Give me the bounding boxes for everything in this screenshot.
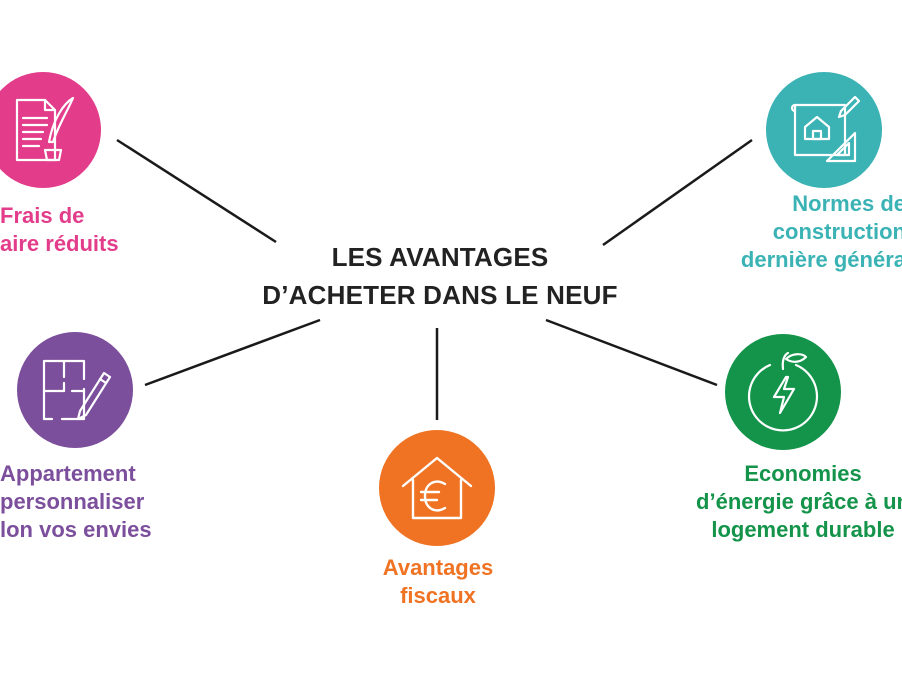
appartement-line-3: lon vos envies — [0, 517, 152, 542]
economies-line-1: Economies — [744, 461, 862, 486]
normes-line-3: dernière généra — [740, 247, 902, 272]
fiscaux-circle — [379, 430, 495, 546]
floor-plan-pencil-icon — [42, 359, 112, 421]
frais-label: Frais de aire réduits — [0, 202, 119, 258]
economies-line-3: logement durable — [711, 517, 895, 542]
title-line-2: D’ACHETER DANS LE NEUF — [262, 280, 618, 310]
economies-label: Economies d’énergie grâce à un logement … — [696, 460, 902, 544]
economies-line-2: d’énergie grâce à un — [696, 489, 902, 514]
connector-normes — [602, 138, 753, 247]
normes-line-1: Normes de — [792, 191, 902, 216]
appartement-label: Appartement personnaliser lon vos envies — [0, 460, 152, 544]
normes-label: Normes de construction dernière généra — [741, 190, 902, 274]
fiscaux-line-2: fiscaux — [400, 583, 476, 608]
leaf-energy-bolt-icon — [747, 351, 819, 432]
normes-circle — [766, 72, 882, 188]
fiscaux-line-1: Avantages — [382, 555, 494, 580]
notary-document-quill-icon — [15, 96, 75, 162]
economies-circle — [725, 334, 841, 450]
house-euro-icon — [401, 456, 473, 520]
title-line-1: LES AVANTAGES — [331, 242, 549, 272]
fiscaux-label: Avantages fiscaux — [333, 554, 543, 610]
frais-line-1: Frais de — [0, 203, 85, 228]
blueprint-house-ruler-icon — [790, 95, 861, 163]
frais-line-2: aire réduits — [0, 231, 119, 256]
diagram-title: LES AVANTAGES D’ACHETER DANS LE NEUF — [250, 238, 630, 314]
frais-circle — [0, 72, 101, 188]
normes-line-2: construction — [772, 219, 902, 244]
appartement-circle — [17, 332, 133, 448]
appartement-line-1: Appartement — [0, 461, 136, 486]
connector-economies — [545, 318, 718, 387]
appartement-line-2: personnaliser — [0, 489, 145, 514]
connector-appartement — [144, 318, 321, 387]
connector-frais — [116, 138, 277, 244]
